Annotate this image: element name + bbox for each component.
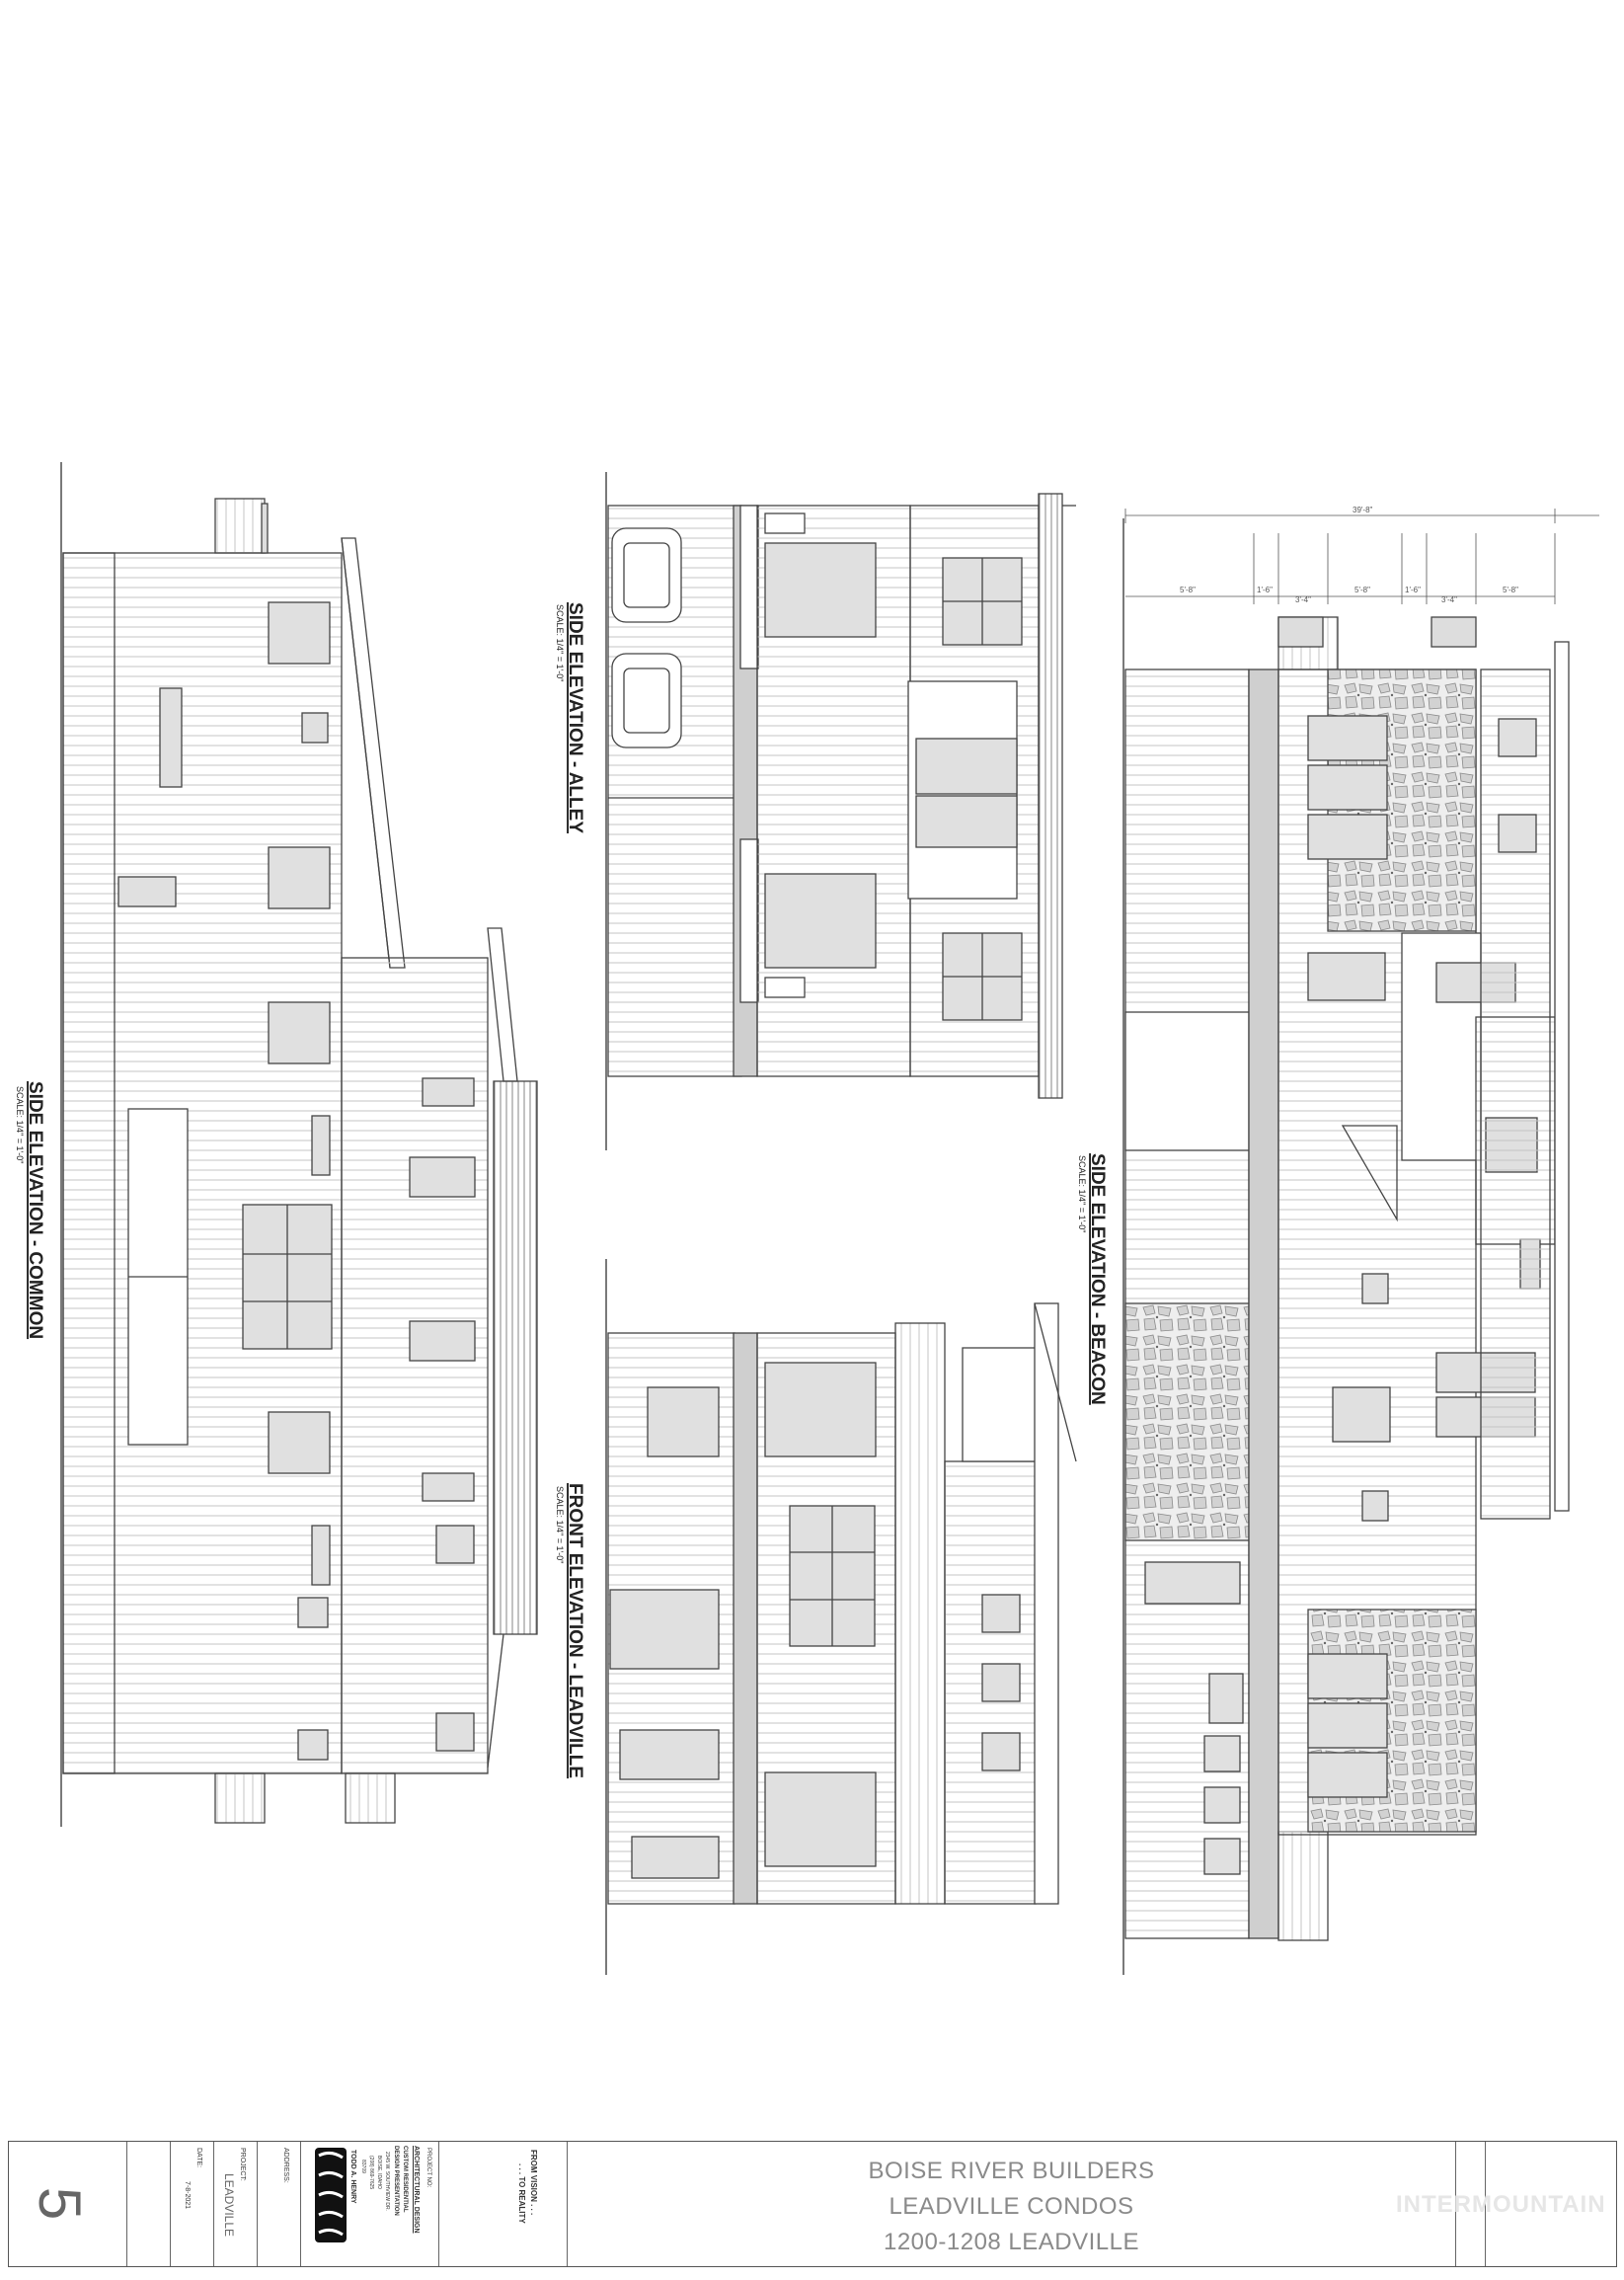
scale-front: SCALE: 1/4" = 1'-0" — [555, 1486, 565, 1563]
blank-cell — [127, 2142, 171, 2266]
title-beacon: SIDE ELEVATION - BEACON — [1087, 1153, 1108, 1405]
elevation-common — [60, 462, 538, 1827]
date-value: 7-8-2021 — [184, 2181, 191, 2210]
project-cell: PROJECT: LEADVILLE — [214, 2142, 258, 2266]
designer-line-2: CUSTOM RESIDENTIAL — [402, 2146, 408, 2213]
project-title-cell: BOISE RIVER BUILDERS LEADVILLE CONDOS 12… — [568, 2142, 1456, 2266]
sheet-number-cell: 5 — [9, 2142, 127, 2266]
scale-common: SCALE: 1/4" = 1'-0" — [15, 1086, 25, 1163]
title-front: FRONT ELEVATION - LEADVILLE — [565, 1483, 585, 1778]
designer-line-5: BOISE, IDAHO — [376, 2156, 382, 2189]
dimension-strings — [1124, 509, 1599, 604]
slogan-cell: FROM VISION . . . . . . TO REALITY — [439, 2142, 568, 2266]
designer-line-3: DESIGN PRESENTATION — [393, 2146, 399, 2216]
watermark: INTERMOUNTAIN — [1396, 2191, 1606, 2218]
project-label: PROJECT: — [239, 2148, 246, 2181]
dim-seg-3: 3'-4" — [1295, 595, 1311, 604]
project-title: LEADVILLE CONDOS — [889, 2193, 1134, 2220]
dim-seg-5: 1'-6" — [1405, 586, 1421, 594]
title-alley: SIDE ELEVATION - ALLEY — [565, 602, 585, 833]
designer-line-4: 2345 W. SOUTHVIEW DR. — [384, 2152, 390, 2212]
dim-seg-6: 3'-4" — [1441, 595, 1457, 604]
elevation-front — [605, 1259, 1077, 1975]
scale-beacon: SCALE: 1/4" = 1'-0" — [1077, 1155, 1087, 1232]
sheet-number: 5 — [27, 2186, 94, 2221]
address-cell: ADDRESS: — [258, 2142, 301, 2266]
dim-seg-1: 5'-8" — [1180, 586, 1196, 594]
slogan-1: FROM VISION . . . — [529, 2150, 538, 2216]
project-address: 1200-1208 LEADVILLE — [883, 2229, 1139, 2255]
logo-mark — [315, 2148, 347, 2242]
dim-seg-4: 5'-8" — [1354, 586, 1370, 594]
slogan-2: . . . TO REALITY — [517, 2163, 526, 2224]
designer-line-6: (208) 869-7625 — [368, 2156, 374, 2190]
dim-seg-2: 1'-6" — [1257, 586, 1273, 594]
scale-alley: SCALE: 1/4" = 1'-0" — [555, 604, 565, 681]
address-label: ADDRESS: — [282, 2148, 289, 2183]
designer-logo — [309, 2146, 352, 2244]
project-name: LEADVILLE — [222, 2173, 236, 2238]
stamp-cell — [1456, 2142, 1486, 2266]
dim-seg-7: 5'-8" — [1503, 586, 1518, 594]
designer-cell: PROJECT NO: ARCHITECTURAL DESIGN CUSTOM … — [301, 2142, 439, 2266]
title-common: SIDE ELEVATION - COMMON — [25, 1081, 45, 1339]
client-name: BOISE RIVER BUILDERS — [868, 2158, 1155, 2184]
date-cell: DATE: 7-8-2021 — [171, 2142, 214, 2266]
project-no-label: PROJECT NO: — [425, 2148, 431, 2188]
designer-line-7: 83709 — [360, 2160, 366, 2173]
elevation-beacon — [1122, 518, 1570, 1975]
title-block: 5 DATE: 7-8-2021 PROJECT: LEADVILLE ADDR… — [8, 2141, 1617, 2267]
date-label: DATE: — [195, 2148, 202, 2168]
elevation-alley — [605, 472, 1076, 1150]
dim-overall: 39'-8" — [1353, 506, 1373, 514]
designer-line-1: ARCHITECTURAL DESIGN — [413, 2146, 420, 2234]
